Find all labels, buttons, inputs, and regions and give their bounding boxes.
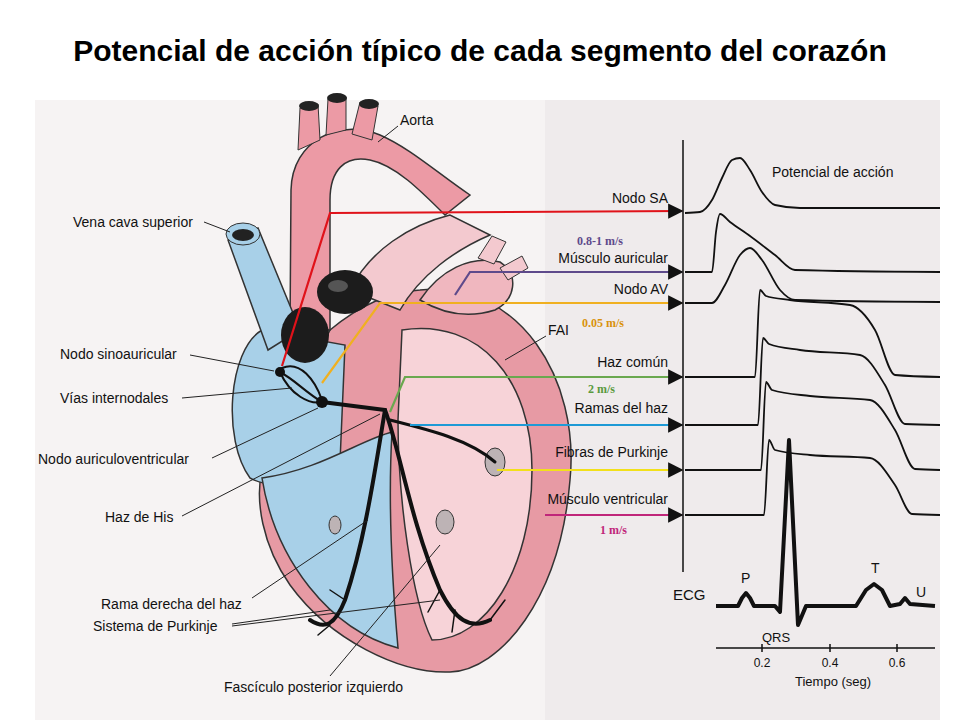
conduction-line bbox=[410, 424, 682, 426]
part-label: Vena cava superior bbox=[73, 214, 193, 231]
speed-label: 1 m/s bbox=[600, 523, 627, 537]
axis-tick bbox=[829, 644, 831, 652]
trace-label: Músculo ventricular bbox=[547, 491, 668, 508]
leader-line bbox=[182, 388, 292, 398]
part-label: Nodo sinoauricular bbox=[60, 346, 177, 363]
trace-label: Nodo AV bbox=[614, 281, 668, 298]
speed-label: 0.8-1 m/s bbox=[577, 234, 623, 248]
papillary-muscle bbox=[329, 516, 341, 534]
part-label: Haz de His bbox=[105, 509, 173, 526]
leader-line bbox=[330, 545, 440, 676]
purkinje-fibers bbox=[318, 590, 505, 635]
leader-line bbox=[232, 610, 330, 624]
left-anterior-fascicle bbox=[390, 420, 495, 462]
av-node bbox=[316, 396, 328, 408]
speed-label: 2 m/s bbox=[588, 382, 615, 396]
wave-label: QRS bbox=[762, 630, 790, 646]
wave-label: P bbox=[741, 570, 750, 587]
conduction-line bbox=[322, 303, 682, 383]
conduction-line bbox=[545, 514, 682, 516]
conduction-line bbox=[497, 469, 682, 471]
ventricle-wall bbox=[259, 289, 571, 672]
action-potential-trace bbox=[685, 290, 940, 377]
action-potential-trace bbox=[685, 158, 940, 213]
right-bundle bbox=[310, 410, 385, 625]
action-potential-trace bbox=[685, 214, 940, 272]
trace-label: Fibras de Purkinje bbox=[555, 444, 668, 461]
ecg-wave bbox=[716, 440, 935, 625]
wave-label: T bbox=[871, 560, 880, 577]
valve-highlight bbox=[328, 280, 348, 292]
leader-line bbox=[182, 414, 380, 516]
leader-line bbox=[212, 408, 318, 458]
left-atrium bbox=[420, 260, 513, 314]
leader-line bbox=[378, 126, 398, 142]
axis-line bbox=[682, 140, 684, 572]
scan-ground bbox=[35, 100, 940, 720]
time-tick: 0.4 bbox=[822, 656, 839, 670]
leader-line bbox=[190, 355, 274, 371]
action-potential-trace bbox=[685, 382, 940, 470]
valve bbox=[317, 270, 373, 314]
trace-label: Nodo SA bbox=[612, 190, 668, 207]
part-label: Rama derecha del haz bbox=[101, 596, 242, 613]
valve bbox=[281, 307, 329, 363]
vessel-opening bbox=[359, 99, 379, 109]
part-label: Nodo auriculoventricular bbox=[38, 451, 189, 468]
papillary-muscle bbox=[436, 510, 454, 534]
leader-line bbox=[505, 336, 546, 360]
part-label: Fascículo posterior izquierdo bbox=[224, 679, 403, 696]
axis-title: Potencial de acción bbox=[772, 164, 893, 181]
trace-label: Haz común bbox=[597, 354, 668, 371]
part-label: Vías internodales bbox=[60, 390, 168, 407]
leader-line bbox=[204, 222, 230, 232]
leader-line bbox=[252, 520, 368, 598]
time-tick: 0.2 bbox=[754, 656, 771, 670]
time-tick: 0.6 bbox=[889, 656, 906, 670]
pulmonary-vein bbox=[500, 256, 528, 280]
trace-label: Ramas del haz bbox=[575, 400, 668, 417]
ecg-label: ECG bbox=[673, 586, 706, 604]
vena-cava-rim bbox=[226, 223, 260, 245]
part-label: Aorta bbox=[400, 112, 433, 129]
action-potential-trace bbox=[685, 338, 940, 425]
conduction-line bbox=[282, 211, 682, 366]
sa-node bbox=[275, 367, 285, 377]
internodal-path bbox=[282, 366, 322, 400]
leader-line bbox=[232, 600, 440, 626]
trace-label: Músculo auricular bbox=[558, 250, 668, 267]
part-label: FAI bbox=[548, 322, 569, 339]
title: Potencial de acción típico de cada segme… bbox=[70, 28, 890, 73]
aorta bbox=[290, 129, 470, 330]
his-bundle bbox=[322, 402, 385, 410]
part-label: Sistema de Purkinje bbox=[93, 618, 218, 635]
axis-tick bbox=[896, 644, 898, 652]
pulmonary-vein bbox=[478, 236, 506, 264]
time-axis bbox=[716, 647, 935, 649]
action-potential-trace bbox=[685, 248, 940, 303]
scan-ground bbox=[545, 100, 940, 720]
vessel-opening bbox=[299, 101, 319, 111]
axis-tick bbox=[761, 644, 763, 652]
action-potential-trace bbox=[685, 440, 940, 515]
vessel-opening bbox=[327, 93, 347, 103]
axis-label: Tiempo (seg) bbox=[795, 674, 871, 690]
wave-label: U bbox=[916, 584, 926, 601]
vessel-opening bbox=[232, 229, 254, 241]
speed-label: 0.05 m/s bbox=[582, 316, 624, 330]
left-ventricle bbox=[398, 329, 532, 640]
